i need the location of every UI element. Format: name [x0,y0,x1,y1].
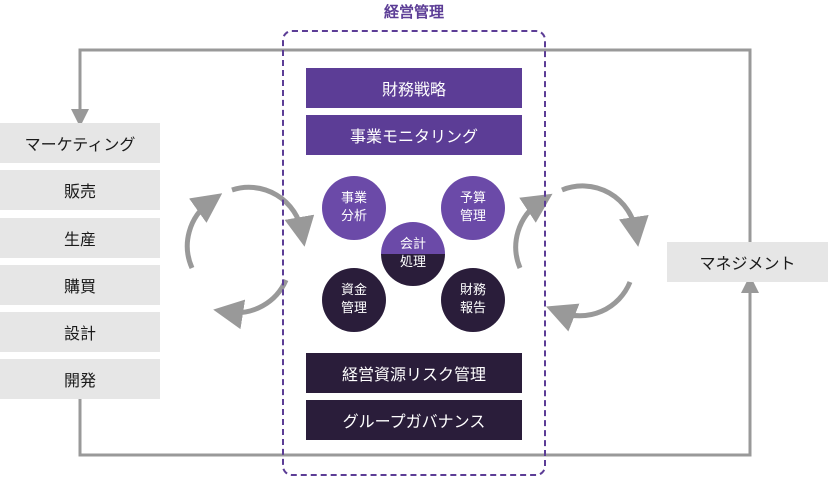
business-monitoring-bar: 事業モニタリング [306,115,522,155]
circle-label-line: 会計 [399,237,426,252]
department-production: 生産 [0,218,160,258]
circle-label-line: 処理 [399,255,426,270]
circle-label-line: 事業 [340,191,367,206]
page-title: 経営管理 [383,3,444,21]
left-cycle-arrow-right [231,184,315,247]
circle-label-line: 分析 [340,209,367,224]
management-frame [282,30,546,476]
circle-label-line: 資金 [340,283,367,298]
circle-label-line: 報告 [459,301,486,316]
right-cycle-arrow-right [561,183,649,247]
circle-label-line: 管理 [459,209,486,224]
top-feedback-line [71,48,752,242]
financial-report-circle: 財務 報告 [441,268,505,332]
financial-strategy-bar: 財務戦略 [306,68,522,108]
right-cycle-arrow-lower [546,281,633,332]
department-marketing: マーケティング [0,123,160,163]
department-design: 設計 [0,312,160,352]
department-sales: 販売 [0,170,160,210]
department-purchasing: 購買 [0,265,160,305]
left-cycle-arrow-lower [213,278,289,330]
circle-label-line: 管理 [340,301,367,316]
management-box: マネジメント [667,242,828,282]
budget-management-circle: 予算 管理 [441,176,505,240]
resource-risk-bar: 経営資源リスク管理 [306,353,522,393]
business-analysis-circle: 事業 分析 [322,176,386,240]
left-cycle-arrow-upper [184,193,223,270]
accounting-circle: 会計 処理 [381,222,445,286]
circle-label-line: 予算 [459,191,486,206]
funds-management-circle: 資金 管理 [322,268,386,332]
group-governance-bar: グループガバナンス [306,400,522,440]
circle-label-line: 財務 [459,283,486,298]
bottom-feedback-line [78,275,759,457]
right-cycle-arrow-upper [513,193,553,269]
department-development: 開発 [0,359,160,399]
